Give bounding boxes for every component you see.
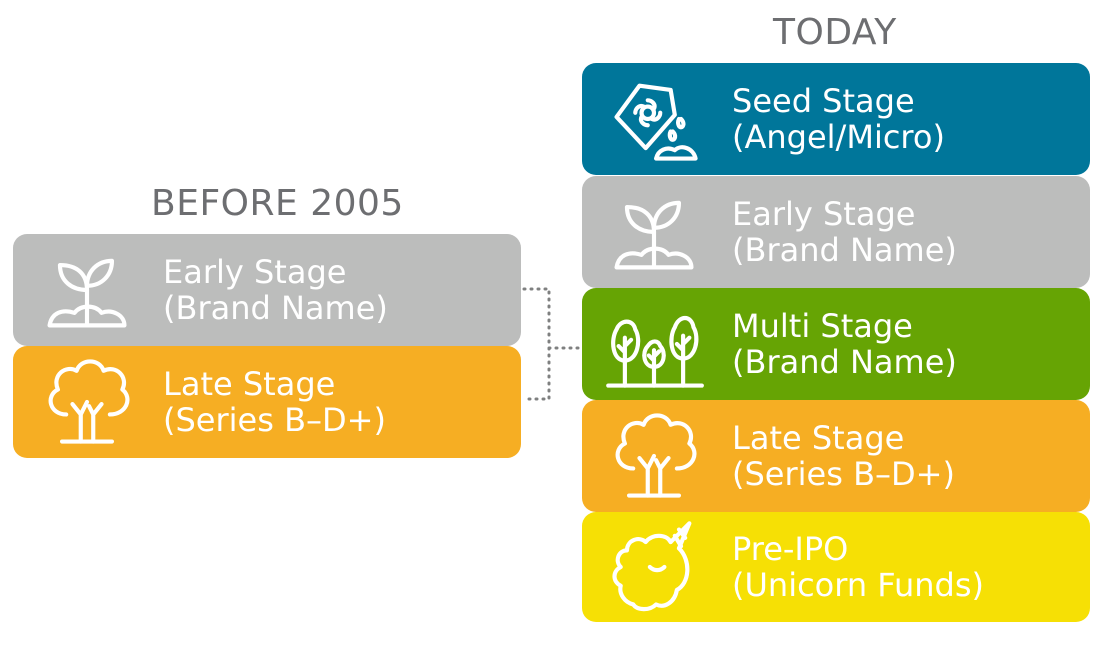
before-early-stage-label: Early Stage (Brand Name) (163, 254, 388, 326)
box-line-1: Seed Stage (732, 82, 915, 120)
sprout-icon (602, 180, 706, 284)
before-2005-heading: BEFORE 2005 (151, 183, 404, 224)
today-early-stage-label: Early Stage (Brand Name) (732, 196, 957, 268)
today-pre-ipo-label: Pre-IPO (Unicorn Funds) (732, 531, 984, 603)
box-line-1: Late Stage (732, 419, 905, 457)
today-heading: TODAY (773, 12, 897, 53)
seed-bag-icon (602, 67, 706, 171)
sprout-icon (35, 238, 139, 342)
today-late-stage-label: Late Stage (Series B–D+) (732, 420, 955, 492)
box-line-2: (Unicorn Funds) (732, 566, 984, 604)
box-line-1: Early Stage (732, 195, 916, 233)
before-late-stage-box: Late Stage (Series B–D+) (13, 346, 521, 458)
unicorn-icon (602, 515, 706, 619)
tree-icon (602, 404, 706, 508)
today-pre-ipo-box: Pre-IPO (Unicorn Funds) (582, 512, 1090, 622)
connector-path (522, 287, 582, 401)
before-early-stage-box: Early Stage (Brand Name) (13, 234, 521, 346)
box-line-2: (Brand Name) (732, 343, 957, 381)
before-late-stage-label: Late Stage (Series B–D+) (163, 366, 386, 438)
today-early-stage-box: Early Stage (Brand Name) (582, 176, 1090, 288)
box-line-2: (Series B–D+) (163, 401, 386, 439)
today-seed-stage-label: Seed Stage (Angel/Micro) (732, 83, 945, 155)
today-multi-stage-label: Multi Stage (Brand Name) (732, 308, 957, 380)
today-multi-stage-box: Multi Stage (Brand Name) (582, 288, 1090, 400)
tree-icon (35, 350, 139, 454)
box-line-1: Late Stage (163, 365, 336, 403)
box-line-2: (Brand Name) (732, 231, 957, 269)
box-line-1: Multi Stage (732, 307, 913, 345)
today-seed-stage-box: Seed Stage (Angel/Micro) (582, 63, 1090, 175)
forest-icon (602, 292, 706, 396)
today-late-stage-box: Late Stage (Series B–D+) (582, 400, 1090, 512)
box-line-1: Early Stage (163, 253, 347, 291)
box-line-1: Pre-IPO (732, 530, 849, 568)
box-line-2: (Series B–D+) (732, 455, 955, 493)
box-line-2: (Angel/Micro) (732, 118, 945, 156)
box-line-2: (Brand Name) (163, 289, 388, 327)
